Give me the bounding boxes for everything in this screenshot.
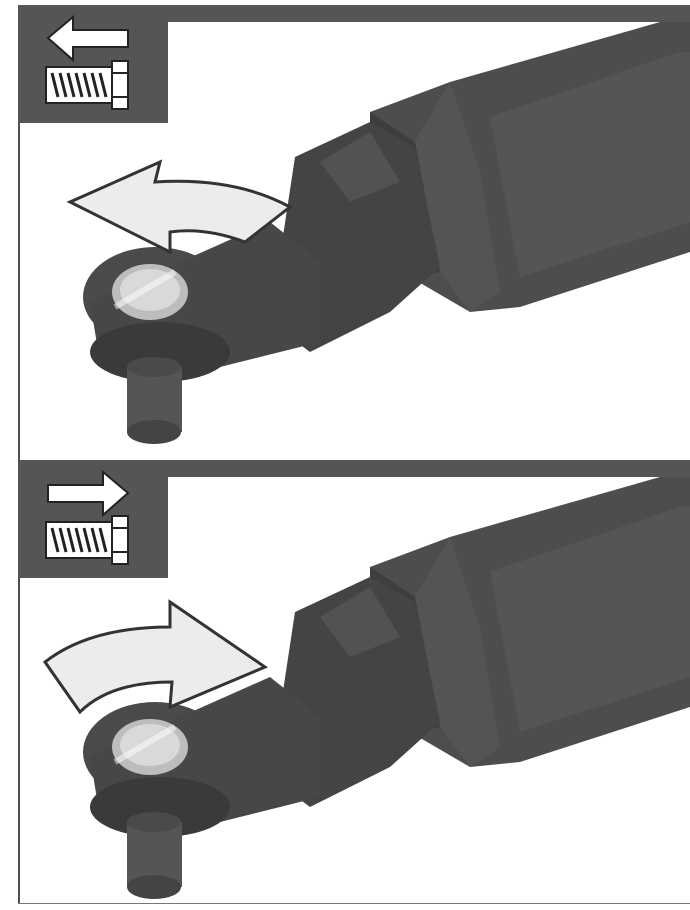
clockwise-arrow-icon xyxy=(42,599,269,715)
ratchet-illustration xyxy=(20,477,690,908)
figure-panel-forward xyxy=(0,460,690,903)
direction-indicator-forward xyxy=(18,460,168,578)
bolt-icon xyxy=(45,515,129,565)
direction-indicator-reverse xyxy=(18,5,168,123)
arrow-right-icon xyxy=(47,469,130,518)
page-bottom-rule xyxy=(18,903,690,904)
arrow-left-icon xyxy=(46,14,129,63)
counterclockwise-arrow-icon xyxy=(66,159,293,255)
bolt-icon xyxy=(45,60,129,110)
figure-panel-reverse xyxy=(0,5,690,460)
ratchet-illustration xyxy=(20,22,690,465)
